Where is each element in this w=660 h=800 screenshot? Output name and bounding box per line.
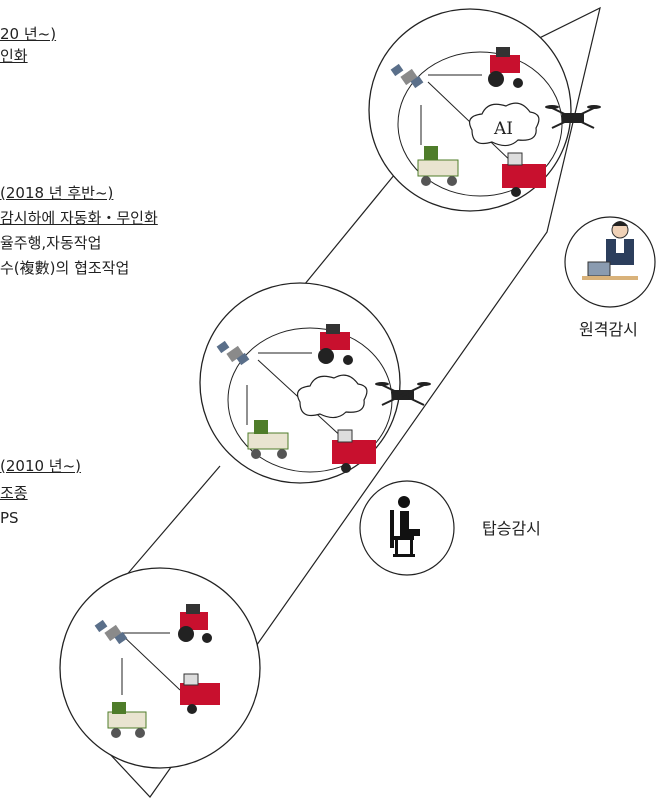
- remote-monitor-label: 원격감시: [579, 320, 638, 339]
- stage2-line2: 율주행,자동작업: [0, 234, 102, 252]
- stage1-line2: PS: [0, 509, 19, 527]
- stage3-heading: 20 년~): [0, 25, 57, 43]
- drone-icon: [545, 105, 601, 129]
- tractor-icon: [178, 604, 212, 643]
- ai-cloud-shape: [469, 102, 540, 147]
- stage3-machines: [390, 47, 601, 197]
- cloud-shape: [297, 374, 368, 419]
- ai-label: AI: [494, 119, 513, 139]
- office-worker-icon: [582, 221, 638, 280]
- stage2-line3: 수(複數)의 협조작업: [0, 259, 130, 277]
- stage1-circle-group: [59, 567, 261, 769]
- combine-icon: [180, 673, 220, 714]
- seated-person-icon: [390, 496, 420, 557]
- arrow-outline: [79, 6, 601, 798]
- satellite-icon: [390, 63, 424, 89]
- stage3-line1: 인화: [0, 47, 28, 65]
- stage1-line1: 조종: [0, 484, 28, 502]
- planter-icon: [107, 702, 147, 738]
- combine-icon: [502, 152, 546, 197]
- tractor-icon: [318, 324, 353, 365]
- planter-icon: [247, 420, 289, 459]
- stage1-circle: [59, 567, 261, 769]
- stage1-machines: [94, 604, 220, 738]
- stage2-machines: [216, 324, 431, 473]
- tractor-icon: [488, 47, 523, 88]
- stage1-heading: (2010 년~): [0, 457, 82, 475]
- drone-icon: [375, 382, 431, 406]
- combine-icon: [332, 429, 376, 473]
- stage2-heading: (2018 년 후반~): [0, 184, 114, 202]
- arrow-left-edge-upper: [299, 173, 396, 291]
- satellite-icon: [94, 619, 128, 645]
- satellite-icon: [216, 340, 250, 366]
- planter-icon: [417, 146, 459, 186]
- onboard-monitor-label: 탑승감시: [482, 519, 541, 538]
- arrow-left-edge-lower: [117, 465, 221, 586]
- stage2-line1: 감시하에 자동화・무인화: [0, 209, 158, 227]
